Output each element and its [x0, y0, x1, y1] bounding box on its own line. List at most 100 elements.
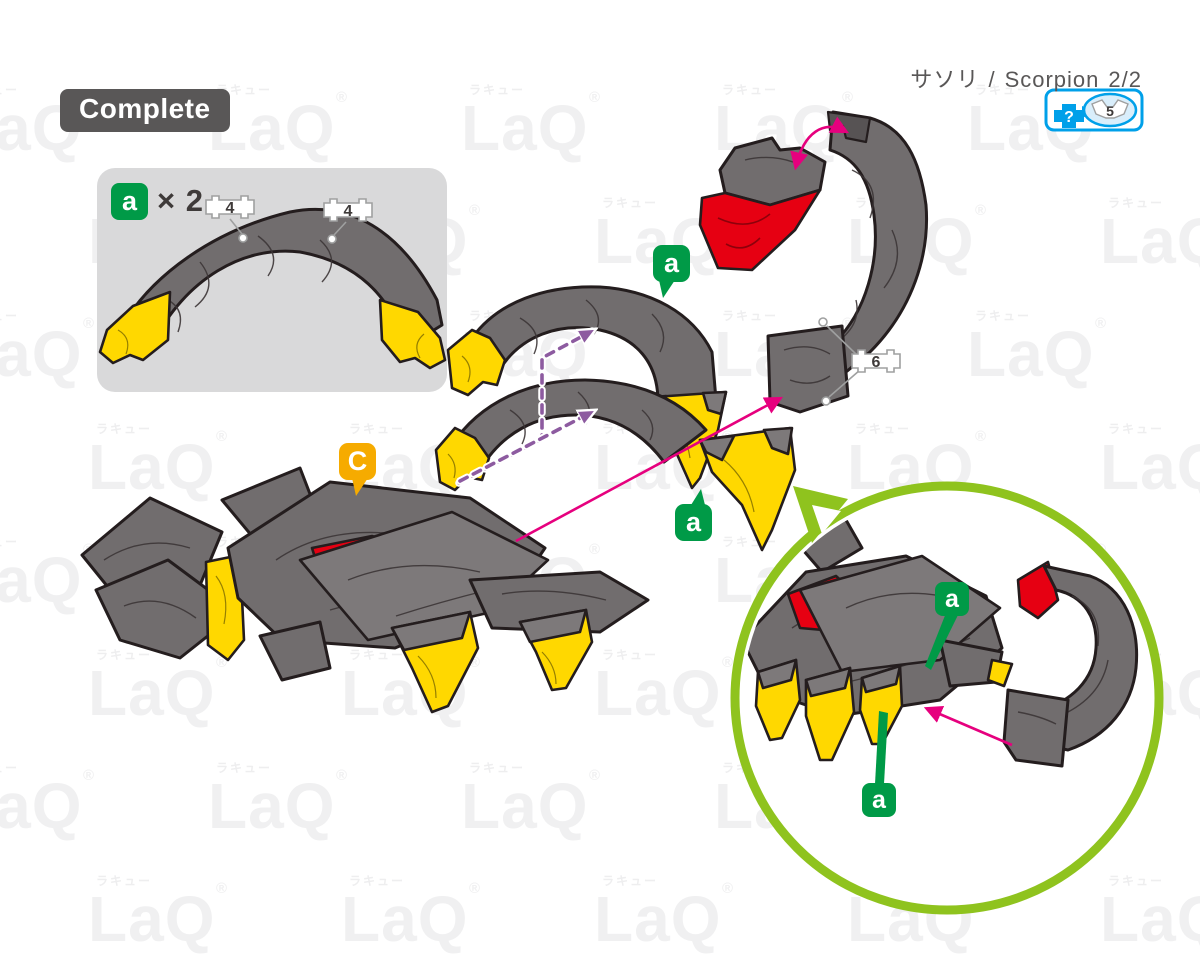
svg-text:LaQ: LaQ	[88, 883, 215, 955]
svg-text:LaQ: LaQ	[88, 431, 215, 503]
svg-text:ラキュー: ラキュー	[0, 83, 19, 97]
inset-bottom-badge-leader	[875, 711, 888, 784]
svg-text:ラキュー: ラキュー	[1108, 196, 1164, 210]
svg-text:ラキュー: ラキュー	[602, 874, 658, 888]
part-a-preview-claw-right	[378, 298, 447, 370]
assembly-arrows	[455, 116, 850, 543]
inset-top-badge: a	[935, 582, 969, 616]
svg-text:ラキュー: ラキュー	[349, 648, 405, 662]
svg-text:LaQ: LaQ	[0, 544, 82, 616]
svg-text:®: ®	[975, 202, 986, 219]
svg-text:ラキュー: ラキュー	[96, 874, 152, 888]
svg-text:ラキュー: ラキュー	[349, 874, 405, 888]
parts-box-multiplier: × 2	[157, 183, 204, 218]
fang-a-badge: a	[675, 489, 712, 541]
svg-text:®: ®	[469, 880, 480, 897]
question-piece-icon	[1054, 104, 1084, 128]
svg-text:®: ®	[336, 89, 347, 106]
inset-attach-arrow	[923, 706, 1013, 747]
svg-text:ラキュー: ラキュー	[722, 309, 778, 323]
part-tag-6-group: 6	[818, 317, 901, 406]
svg-text:ラキュー: ラキュー	[349, 422, 405, 436]
svg-text:ラキュー: ラキュー	[1108, 874, 1164, 888]
svg-text:®: ®	[842, 89, 853, 106]
svg-text:®: ®	[469, 202, 480, 219]
legend-piece-count: 5	[1106, 103, 1114, 119]
body-to-tail-arrow	[515, 396, 784, 543]
part-tag-4-right: 4	[323, 198, 373, 222]
svg-text:LaQ: LaQ	[88, 657, 215, 729]
svg-text:ラキュー: ラキュー	[722, 83, 778, 97]
part-a-preview-claw-left	[98, 290, 172, 365]
part-a-preview	[98, 207, 447, 370]
title-english: Scorpion	[1004, 67, 1100, 92]
svg-text:LaQ: LaQ	[0, 318, 82, 390]
svg-text:®: ®	[83, 767, 94, 784]
svg-text:®: ®	[589, 541, 600, 558]
tail-bottom-block	[766, 324, 850, 414]
svg-text:®: ®	[589, 89, 600, 106]
part-tag-4-left: 4	[205, 195, 255, 219]
svg-text:LaQ: LaQ	[967, 318, 1094, 390]
arc-insert-arrow-lower	[458, 412, 592, 483]
svg-text:LaQ: LaQ	[0, 770, 82, 842]
complete-badge: Complete	[60, 89, 230, 132]
svg-text:®: ®	[975, 428, 986, 445]
svg-text:LaQ: LaQ	[461, 92, 588, 164]
upper-arc-badge: a	[653, 245, 690, 298]
part-tag-4-right-number: 4	[344, 203, 353, 220]
svg-text:LaQ: LaQ	[594, 883, 721, 955]
svg-text:ラキュー: ラキュー	[96, 648, 152, 662]
svg-text:LaQ: LaQ	[461, 770, 588, 842]
inset-bottom-badge: a	[862, 783, 896, 817]
upper-arc-badge-label: a	[663, 248, 680, 278]
svg-text:®: ®	[336, 767, 347, 784]
stinger-red-tip	[698, 188, 822, 272]
part-tag-6-number: 6	[872, 354, 881, 371]
page-header-title: サソリ / Scorpion 2/2	[910, 62, 1142, 94]
svg-text:®: ®	[216, 428, 227, 445]
part-tag-6: 6	[851, 349, 901, 373]
svg-text:®: ®	[1095, 315, 1106, 332]
svg-text:ラキュー: ラキュー	[0, 309, 19, 323]
svg-text:ラキュー: ラキュー	[602, 196, 658, 210]
svg-text:ラキュー: ラキュー	[602, 648, 658, 662]
svg-text:LaQ: LaQ	[341, 883, 468, 955]
lower-arc-part-a	[434, 378, 797, 552]
svg-text:ラキュー: ラキュー	[96, 422, 152, 436]
svg-text:ラキュー: ラキュー	[0, 535, 19, 549]
svg-text:ラキュー: ラキュー	[975, 309, 1031, 323]
svg-text:ラキュー: ラキュー	[216, 761, 272, 775]
title-japanese: サソリ	[910, 67, 980, 92]
svg-text:LaQ: LaQ	[594, 657, 721, 729]
svg-text:®: ®	[216, 880, 227, 897]
body-c-badge: C	[339, 443, 376, 496]
scorpion-body	[80, 466, 650, 714]
inset-circle-group	[730, 481, 1164, 915]
parts-requirement-box: 4 4	[97, 168, 447, 392]
tail-part	[766, 110, 929, 414]
body-c-badge-tail	[352, 478, 368, 496]
svg-text:®: ®	[722, 880, 733, 897]
stinger-attach-arrow	[790, 116, 850, 171]
legend-question-mark: ?	[1064, 109, 1074, 126]
svg-text:ラキュー: ラキュー	[975, 83, 1031, 97]
svg-text:®: ®	[216, 654, 227, 671]
fang-a-badge-tail	[691, 489, 705, 505]
title-separator: /	[988, 67, 996, 92]
part-tag-4-left-number: 4	[226, 200, 235, 217]
upper-arc-claw	[446, 328, 507, 397]
svg-text:LaQ: LaQ	[1100, 205, 1200, 277]
parts-box-part-a-badge: a	[111, 183, 148, 220]
